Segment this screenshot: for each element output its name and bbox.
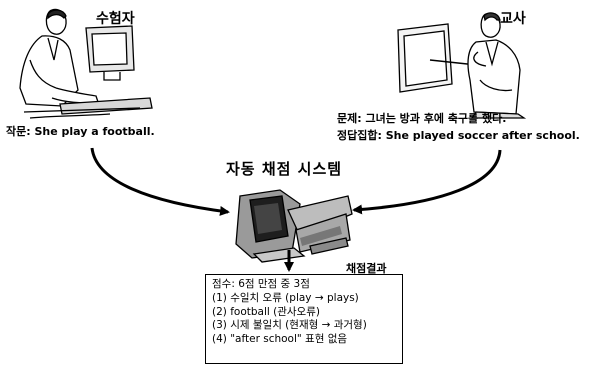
teacher-illustration [397,12,527,119]
composition-text: She play a football. [34,125,155,138]
composition-line: 작문: She play a football. [6,123,155,139]
answer-set-text: She played soccer after school. [385,129,580,142]
teacher-to-system-arrow [352,149,502,215]
examinee-illustration [19,8,153,119]
result-item-2: (2) football (관사오류) [212,305,320,318]
composition-label: 작문: [6,125,31,138]
question-text: 그녀는 방과 후에 축구를 했다. [365,112,507,125]
result-box: 점수: 6점 만점 중 3점 (1) 수일치 오류 (play → plays)… [205,274,403,364]
result-item-4: (4) "after school" 표현 없음 [212,333,348,346]
teacher-label: 교사 [500,11,526,27]
result-score: 점수: 6점 만점 중 3점 [212,278,310,290]
answer-set-line: 정답집합: She played soccer after school. [337,127,580,143]
system-title: 자동 채점 시스템 [226,160,343,178]
computer-illustration [235,189,353,263]
examinee-to-system-arrow [90,147,230,216]
question-label: 문제: [337,112,362,125]
question-line: 문제: 그녀는 방과 후에 축구를 했다. [337,110,506,126]
result-item-3: (3) 시제 불일치 (현재형 → 과거형) [212,319,367,332]
result-item-1: (1) 수일치 오류 (play → plays) [212,291,359,304]
examinee-label: 수험자 [96,11,135,27]
result-heading: 채점결과 [346,262,387,275]
answer-set-label: 정답집합: [337,129,382,142]
